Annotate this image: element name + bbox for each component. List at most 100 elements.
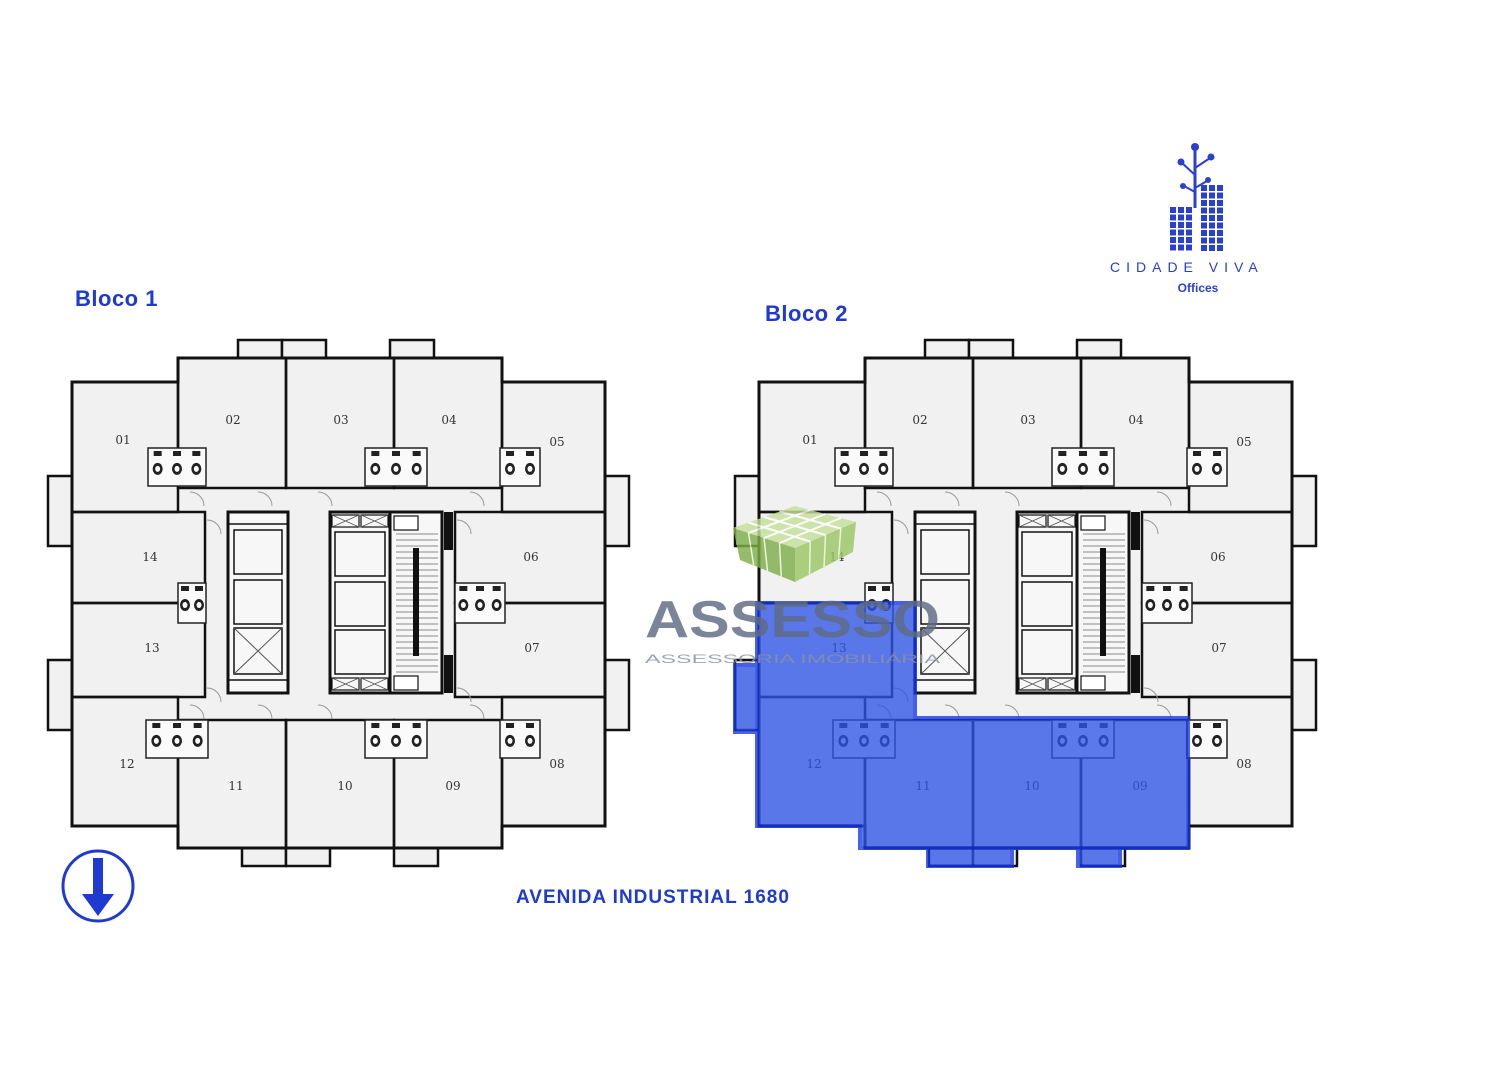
bathroom-fixture-icon xyxy=(499,719,541,759)
door-swing xyxy=(1143,519,1159,535)
door-swing xyxy=(456,687,472,703)
elevator-car xyxy=(920,529,970,575)
shaft-void xyxy=(233,627,283,675)
balcony xyxy=(1075,338,1123,360)
door-swing xyxy=(317,491,333,507)
door-swing xyxy=(1004,491,1020,507)
balcony xyxy=(967,338,1015,360)
door-swing xyxy=(893,519,909,535)
bathroom-fixture-icon xyxy=(1141,582,1193,624)
highlighted-units-area xyxy=(733,601,1190,868)
unit-label-08: 08 xyxy=(549,757,564,771)
blocks-layer: 0102030405140613071211100908010203040514… xyxy=(46,338,1318,868)
unit-label-14: 14 xyxy=(142,550,158,564)
door-swing xyxy=(469,704,485,720)
balcony xyxy=(388,338,436,360)
unit-room xyxy=(500,695,607,828)
balcony xyxy=(46,474,74,548)
elevator-car xyxy=(334,581,386,627)
stair-divider xyxy=(413,548,419,656)
unit-label-02: 02 xyxy=(912,413,927,427)
assesso-watermark: ASSESSO ASSESSORIA IMOBILIÁRIA xyxy=(645,506,940,666)
duct-cross xyxy=(331,514,360,528)
bathroom-fixture-icon xyxy=(499,447,541,487)
highlight-balcony xyxy=(1076,846,1122,868)
cidade-viva-logo: CIDADE VIVA Offices xyxy=(1110,143,1264,295)
watermark-name: ASSESSO xyxy=(645,591,940,649)
unit-label-07: 07 xyxy=(1211,641,1226,655)
unit-label-10: 10 xyxy=(337,779,352,793)
bathroom-fixture-icon xyxy=(364,447,428,487)
door-swing xyxy=(1156,491,1172,507)
duct-cross xyxy=(1018,514,1047,528)
street-address-label: AVENIDA INDUSTRIAL 1680 xyxy=(516,887,790,908)
unit-label-05: 05 xyxy=(549,435,564,449)
elevator-car xyxy=(334,629,386,675)
structural-wall xyxy=(1131,655,1140,693)
balcony xyxy=(236,338,284,360)
duct-box xyxy=(360,677,389,691)
bathroom-fixture-icon xyxy=(1186,719,1228,759)
elevator-car xyxy=(920,627,970,675)
elevator-shaft-left xyxy=(226,510,290,695)
structural-wall xyxy=(444,512,453,550)
balcony xyxy=(284,846,332,868)
unit-label-08: 08 xyxy=(1236,757,1251,771)
duct-cross xyxy=(360,677,389,691)
unit-label-07: 07 xyxy=(524,641,539,655)
elevator-car xyxy=(1021,531,1073,577)
door-swing xyxy=(944,491,960,507)
elevator-car xyxy=(1021,629,1073,675)
duct-cross xyxy=(1047,677,1076,691)
duct-box xyxy=(331,514,360,528)
shaft-void xyxy=(920,627,970,675)
unit-label-11: 11 xyxy=(228,779,243,793)
balcony xyxy=(603,474,631,548)
duct-box xyxy=(1018,677,1047,691)
north-arrow-icon xyxy=(61,849,135,923)
bathroom-fixture-icon xyxy=(1051,447,1115,487)
door-swing xyxy=(257,704,273,720)
balcony xyxy=(46,658,74,732)
stair-divider xyxy=(1100,548,1106,656)
door-swing xyxy=(206,687,222,703)
structural-wall xyxy=(1131,512,1140,550)
elevator-car xyxy=(233,627,283,675)
door-swing xyxy=(876,491,892,507)
highlight-region xyxy=(755,601,1190,850)
unit-label-01: 01 xyxy=(115,433,130,447)
bathroom-fixture-icon xyxy=(834,447,894,487)
elevator-car xyxy=(233,529,283,575)
balcony xyxy=(1290,474,1318,548)
unit-label-05: 05 xyxy=(1236,435,1251,449)
door-swing xyxy=(189,704,205,720)
stair-landing-box xyxy=(1080,515,1106,531)
unit-label-12: 12 xyxy=(119,757,134,771)
bathroom-fixture-icon xyxy=(364,719,428,759)
duct-box xyxy=(1047,514,1076,528)
logo-name: CIDADE VIVA xyxy=(1110,259,1264,275)
unit-label-03: 03 xyxy=(333,413,348,427)
bathroom-fixture-icon xyxy=(177,582,207,624)
door-swing xyxy=(257,491,273,507)
balcony xyxy=(603,658,631,732)
bathroom-fixture-icon xyxy=(1186,447,1228,487)
unit-label-01: 01 xyxy=(802,433,817,447)
door-swing xyxy=(206,519,222,535)
stair-landing-box xyxy=(393,515,419,531)
balcony xyxy=(240,846,288,868)
duct-box xyxy=(1018,514,1047,528)
duct-box xyxy=(1047,677,1076,691)
door-swing xyxy=(469,491,485,507)
elevator-stair-core xyxy=(913,510,1140,695)
elevator-car xyxy=(920,579,970,625)
door-swing xyxy=(189,491,205,507)
duct-cross xyxy=(1047,514,1076,528)
unit-label-06: 06 xyxy=(523,550,538,564)
unit-label-04: 04 xyxy=(1128,413,1144,427)
logo-subtitle: Offices xyxy=(1178,281,1219,295)
structural-wall xyxy=(444,655,453,693)
elevator-shaft-middle xyxy=(328,510,392,695)
